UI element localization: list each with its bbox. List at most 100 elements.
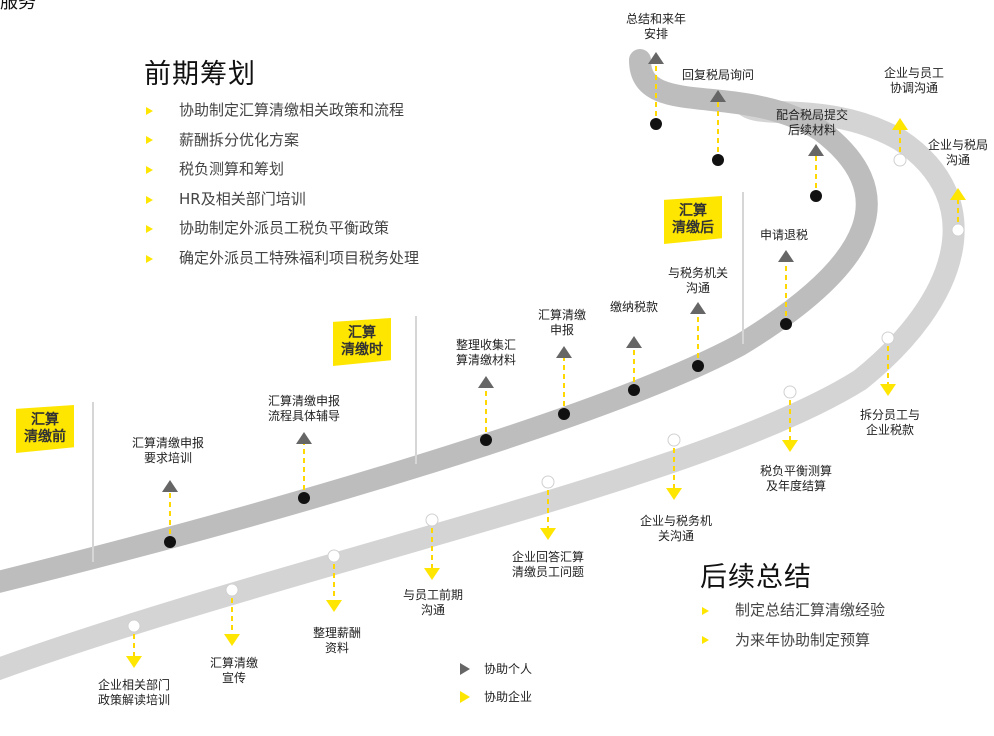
phase-flag-after: 汇算 清缴后 [664, 196, 722, 244]
individual-milestone-dot [480, 434, 492, 446]
early-planning-item-text: HR及相关部门培训 [179, 189, 306, 208]
up-arrow-icon [626, 336, 642, 348]
phase-flag-during-line2: 清缴时 [341, 342, 383, 358]
up-arrow-icon [162, 480, 178, 492]
legend-enterprise-label: 协助企业 [484, 690, 533, 704]
step-line: 企业与税务机 [639, 514, 713, 528]
arrow-icon [146, 225, 153, 234]
individual-step-label: 与税务机关沟通 [668, 266, 728, 296]
arrow-icon [702, 606, 709, 615]
step-line: 拆分员工与 [859, 408, 921, 422]
follow-up-item-text: 为来年协助制定预算 [735, 630, 871, 649]
individual-road [0, 49, 878, 593]
arrow-icon [146, 136, 153, 145]
enterprise-milestone-dot [425, 513, 439, 527]
yellow-triangle-icon [460, 690, 470, 703]
follow-up-title: 后续总结 [700, 562, 812, 593]
individual-step-label: 回复税局询问 [682, 68, 754, 83]
yellow-up-arrow-icon [950, 188, 966, 200]
step-line: 汇算清缴申报 [267, 394, 341, 408]
up-arrow-icon [778, 250, 794, 262]
individual-step-label: 总结和来年安排 [626, 12, 686, 42]
enterprise-milestone-dot [667, 433, 681, 447]
step-line: 申请退税 [759, 228, 809, 242]
step-line: 与税务机关 [667, 266, 729, 280]
legend-individual-label: 协助个人 [484, 662, 533, 676]
step-line: 政策解读培训 [97, 693, 171, 707]
step-line: 宣传 [221, 671, 247, 685]
arrow-icon [146, 165, 153, 174]
phase-flag-after-line2: 清缴后 [672, 220, 714, 236]
individual-step-label: 整理收集汇算清缴材料 [456, 338, 516, 368]
step-line: 企业与员工 [883, 66, 945, 80]
enterprise-road [0, 94, 965, 681]
step-line: 整理收集汇 [455, 338, 517, 352]
enterprise-milestone-dot [541, 475, 555, 489]
enterprise-step-label: 整理薪酬资料 [313, 626, 361, 656]
step-line: 汇算清缴申报 [131, 436, 205, 450]
step-line: 沟通 [685, 281, 711, 295]
early-planning-item-text: 协助制定汇算清缴相关政策和流程 [179, 101, 405, 119]
down-arrow-icon [326, 600, 342, 612]
flag-pole-after [742, 192, 744, 344]
early-planning-item: 协助制定外派员工税负平衡政策 [144, 214, 419, 244]
individual-milestone-dot [628, 384, 640, 396]
enterprise-milestone-dot [951, 223, 965, 237]
down-arrow-icon [424, 568, 440, 580]
early-planning-item: 协助制定汇算清缴相关政策和流程 [144, 96, 419, 126]
step-line: 安排 [643, 27, 669, 41]
early-planning-title: 前期筹划 [144, 59, 256, 90]
step-line: 与员工前期 [402, 588, 464, 602]
individual-milestone-dot [692, 360, 704, 372]
step-line: 关沟通 [657, 529, 695, 543]
step-line: 协调沟通 [889, 81, 939, 95]
flag-pole-before [92, 402, 94, 562]
individual-milestone-dot [164, 536, 176, 548]
follow-up-item: 为来年协助制定预算 [700, 626, 885, 656]
step-line: 总结和来年 [625, 12, 687, 26]
individual-step-label: 汇算清缴申报 [538, 308, 586, 338]
enterprise-step-label: 汇算清缴宣传 [210, 656, 258, 686]
individual-step-label: 配合税局提交后续材料 [776, 108, 848, 138]
step-line: 企业与税局 [927, 138, 989, 152]
up-arrow-icon [710, 90, 726, 102]
enterprise-step-label: 企业回答汇算清缴员工问题 [512, 550, 584, 580]
up-arrow-icon [478, 376, 494, 388]
individual-milestone-dot [780, 318, 792, 330]
up-arrow-icon [648, 52, 664, 64]
individual-milestone-dot [712, 154, 724, 166]
step-line: 汇算清缴 [209, 656, 259, 670]
enterprise-milestone-dot [893, 153, 907, 167]
step-line: 算清缴材料 [455, 353, 517, 367]
step-line: 配合税局提交 [775, 108, 849, 122]
legend-enterprise: 协助企业 [460, 688, 532, 705]
enterprise-step-label: 税负平衡测算及年度结算 [760, 464, 832, 494]
early-planning-list: 协助制定汇算清缴相关政策和流程 薪酬拆分优化方案 税负测算和筹划 HR及相关部门… [144, 96, 419, 274]
corner-heading: 服务 [0, 0, 36, 13]
grey-triangle-icon [460, 662, 470, 675]
enterprise-step-label: 企业与员工协调沟通 [884, 66, 944, 96]
enterprise-step-label: 企业与税局沟通 [928, 138, 988, 168]
legend-individual: 协助个人 [460, 660, 532, 677]
up-arrow-icon [808, 144, 824, 156]
phase-flag-before: 汇算 清缴前 [16, 405, 74, 453]
up-arrow-icon [296, 432, 312, 444]
up-arrow-icon [690, 302, 706, 314]
flag-pole-during [415, 316, 417, 464]
enterprise-step-label: 与员工前期沟通 [403, 588, 463, 618]
enterprise-milestone-dot [881, 331, 895, 345]
early-planning-item: 薪酬拆分优化方案 [144, 126, 419, 156]
individual-step-label: 汇算清缴申报流程具体辅导 [268, 394, 340, 424]
phase-flag-before-line2: 清缴前 [24, 429, 66, 445]
phase-flag-during: 汇算 清缴时 [333, 318, 391, 366]
individual-milestone-dot [650, 118, 662, 130]
step-line: 整理薪酬 [312, 626, 362, 640]
enterprise-milestone-dot [783, 385, 797, 399]
early-planning-item: HR及相关部门培训 [144, 185, 419, 215]
step-line: 企业回答汇算 [511, 550, 585, 564]
step-line: 清缴员工问题 [511, 565, 585, 579]
enterprise-step-label: 企业与税务机关沟通 [640, 514, 712, 544]
early-planning-item-text: 薪酬拆分优化方案 [179, 130, 300, 149]
early-planning-item: 税负测算和筹划 [144, 155, 419, 185]
